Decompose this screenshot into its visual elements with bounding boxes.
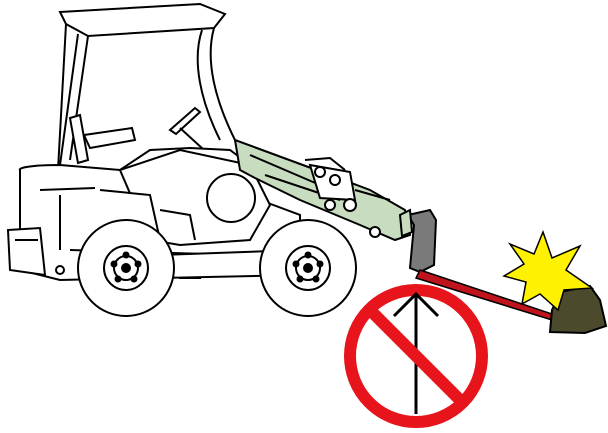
seat [70, 115, 135, 163]
rear-wheel [78, 220, 174, 316]
front-wheel [260, 220, 356, 316]
bucket [400, 210, 436, 272]
stop-sign-icon [350, 290, 482, 422]
